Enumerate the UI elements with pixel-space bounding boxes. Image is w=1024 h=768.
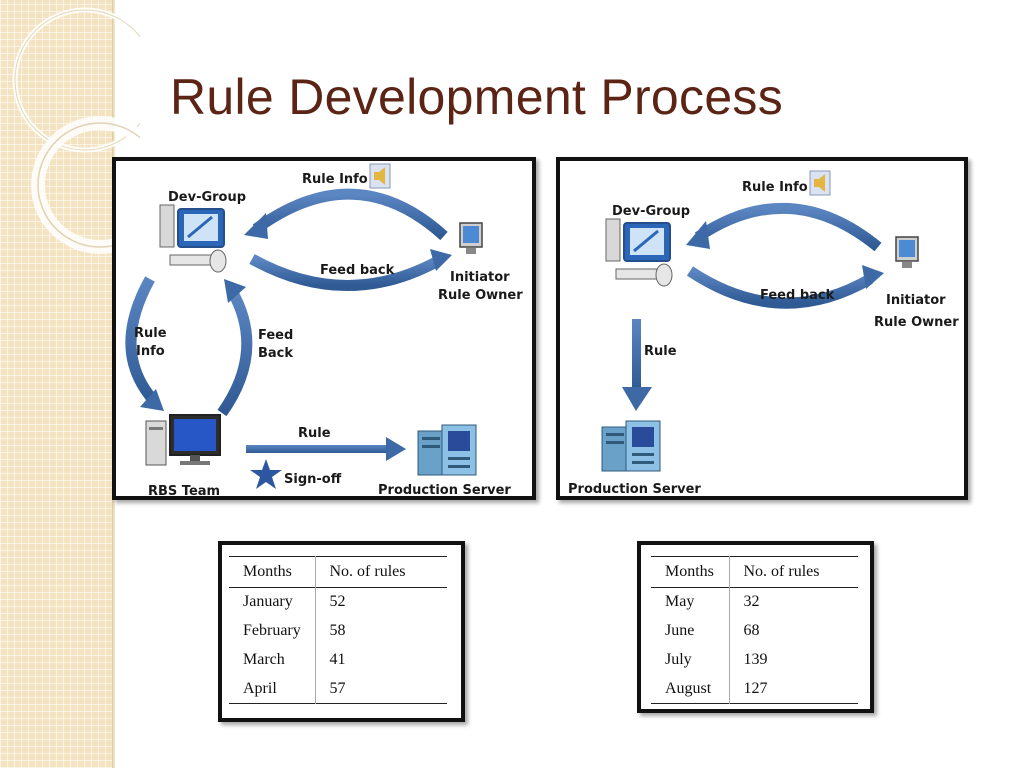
slide-title: Rule Development Process (170, 69, 784, 125)
cell-month: August (651, 674, 730, 704)
table-header-row: Months No. of rules (651, 556, 858, 588)
label-rule-info-top: Rule Info (742, 180, 808, 195)
cell-rules: 41 (329, 651, 346, 668)
arrow-rule-info-side (125, 276, 164, 411)
label-feedback-top: Feed back (760, 288, 835, 303)
cell-month: June (651, 616, 730, 646)
label-feedback-side-2: Back (258, 346, 293, 361)
cell-month: July (651, 645, 730, 675)
monitor-icon (459, 222, 483, 254)
table-row: April 57 (229, 674, 447, 704)
header-months: Months (651, 556, 730, 588)
diagram-full-process: Rule Info Dev-Group Feed back Initiator … (112, 157, 536, 500)
label-feedback-side-1: Feed (258, 328, 293, 343)
speaker-icon (369, 163, 391, 189)
arrow-rule-to-production (246, 437, 406, 461)
rules-table-jan-apr: Months No. of rules January 52 February … (229, 556, 447, 704)
cell-rules: 57 (329, 679, 346, 697)
arrow-feedback-side (217, 279, 253, 417)
label-initiator: Initiator (450, 270, 510, 285)
label-rule-bottom: Rule (298, 426, 331, 441)
header-months: Months (229, 556, 316, 588)
cell-month: March (229, 645, 316, 675)
cell-month: February (229, 616, 316, 646)
label-rule-info-side-2: Info (136, 344, 165, 359)
cell-rules: 127 (743, 679, 768, 697)
label-rule-owner: Rule Owner (438, 288, 523, 303)
diagram-direct-process: Rule Info Dev-Group Feed back Initiator … (556, 157, 968, 500)
rules-table-may-aug: Months No. of rules May 32 June 68 July … (651, 556, 858, 704)
decorative-circles (12, 7, 140, 254)
label-sign-off: Sign-off (284, 472, 342, 487)
arrow-rule-info-top (686, 202, 882, 252)
label-rule-owner: Rule Owner (874, 315, 959, 330)
speaker-icon (809, 170, 831, 196)
desktop-computer-icon (605, 218, 673, 287)
header-no-of-rules: No. of rules (743, 563, 820, 580)
cell-rules: 52 (329, 593, 346, 611)
desktop-computer-icon (159, 204, 227, 273)
cell-month: May (651, 587, 730, 617)
label-production-server: Production Server (568, 482, 701, 496)
label-initiator: Initiator (886, 293, 946, 308)
arrow-feedback-top (249, 249, 452, 291)
cell-rules: 68 (743, 622, 760, 639)
cell-month: January (229, 587, 316, 617)
arrow-rule-info-top (244, 188, 448, 241)
cell-rules: 32 (743, 593, 760, 611)
table-row: May 32 (651, 587, 858, 617)
rules-table-left-panel: Months No. of rules January 52 February … (218, 541, 465, 722)
table-row: August 127 (651, 674, 858, 704)
label-rule-info-side-1: Rule (134, 326, 167, 341)
table-row: July 139 (651, 645, 858, 675)
cell-rules: 139 (743, 651, 768, 668)
star-icon (250, 459, 282, 489)
workstation-icon (145, 414, 221, 466)
server-icon (601, 420, 661, 472)
table-row: March 41 (229, 645, 447, 675)
table-row: January 52 (229, 587, 447, 617)
cell-month: April (229, 674, 316, 704)
table-row: June 68 (651, 616, 858, 646)
label-rbs-team: RBS Team (148, 484, 220, 496)
label-rule-down: Rule (644, 344, 677, 359)
label-feedback-top: Feed back (320, 263, 395, 278)
label-production-server: Production Server (378, 483, 511, 496)
label-rule-info-top: Rule Info (302, 172, 368, 187)
table-row: February 58 (229, 616, 447, 646)
table-header-row: Months No. of rules (229, 556, 447, 588)
rules-table-right-panel: Months No. of rules May 32 June 68 July … (637, 541, 874, 713)
server-icon (417, 424, 477, 476)
monitor-icon (895, 236, 919, 268)
label-dev-group: Dev-Group (612, 204, 690, 219)
cell-rules: 58 (329, 622, 346, 639)
arrow-rule-down (622, 319, 652, 411)
arrow-feedback-top (686, 265, 884, 309)
label-dev-group: Dev-Group (168, 190, 246, 205)
header-no-of-rules: No. of rules (329, 563, 406, 580)
